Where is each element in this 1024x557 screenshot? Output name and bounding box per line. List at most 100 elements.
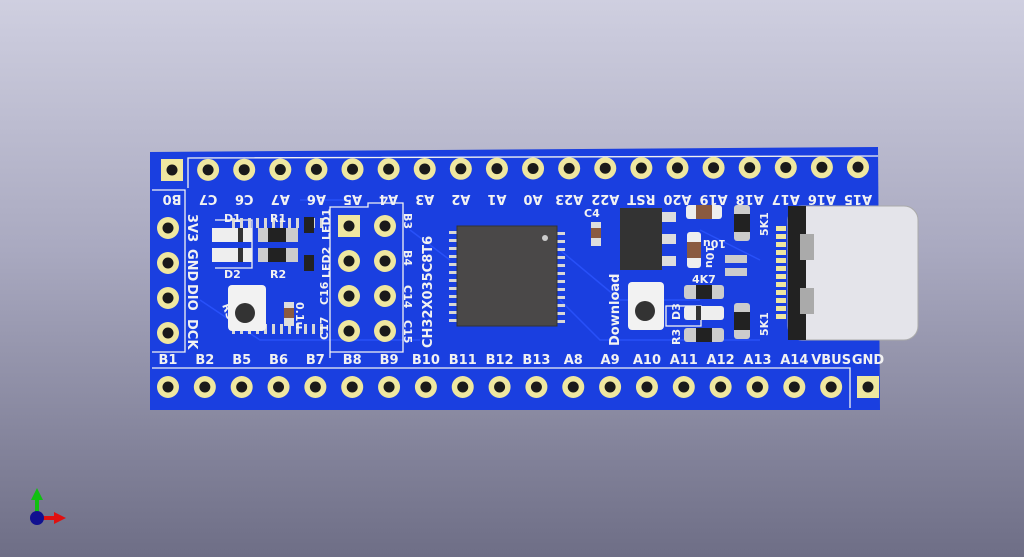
pin-label-top: B0 [163,191,182,206]
pin-label-left: DIO [184,284,199,311]
pin-label-bottom: GND [852,353,885,368]
pin-pad-bottom-hole [751,381,763,393]
pin-label-left: GND [184,249,199,282]
smd-components [212,205,750,342]
header-pad-hole [343,255,355,267]
pin-label-top: A19 [700,191,728,206]
pin-pad-top-hole [599,162,611,174]
label-d1: D1 [224,212,241,225]
pin-pad-top-hole [455,163,467,175]
label-c14: C14 [401,285,414,309]
header-pad-hole [379,290,391,302]
pin-pad-top-hole [347,163,359,175]
label-4k7: 4K7 [692,273,716,286]
pin-label-bottom: B9 [380,353,399,368]
pin-pad-top-hole [202,164,214,176]
pin-label-bottom: B13 [522,353,550,368]
rst-button[interactable] [228,285,266,331]
pin-pad-bottom-hole [530,381,542,393]
pin-pad-bottom-hole [236,381,248,393]
label-r2: R2 [270,268,286,281]
pin-label-top: A17 [772,191,800,206]
pin-pad-bottom-hole [715,381,727,393]
pin-label-top: A22 [591,191,619,206]
z-axis-dot [30,511,44,525]
pin-label-bottom: A11 [670,353,698,368]
label-b4: B4 [401,250,414,266]
pin-label-top: A5 [343,191,362,206]
header-pad-hole [343,290,355,302]
header-pad-hole [343,325,355,337]
pin-pad-left-hole [162,292,174,304]
pin-pad-top-hole [563,162,575,174]
pin-label-top: A3 [415,191,434,206]
pin-pad-top-hole [744,162,756,174]
pin-pad-top-hole [635,162,647,174]
pin-pad-bottom-hole [604,381,616,393]
pin-label-bottom: A13 [743,353,771,368]
pin-label-top: RST [627,191,655,206]
label-10u-b: 10u [703,245,716,268]
pin-label-bottom: B1 [159,353,178,368]
label-d3: D3 [670,303,683,320]
pin-label-top: A6 [307,191,326,206]
usb-c-connector [776,205,919,341]
pin-label-bottom: B8 [343,353,362,368]
pin-pad-bottom-hole [641,381,653,393]
pin-label-top: A2 [451,191,470,206]
pin-label-top: A20 [663,191,691,206]
header-pad-hole [343,220,355,232]
download-button[interactable] [628,282,664,330]
pin-label-bottom: B12 [486,353,514,368]
pin-label-top: A23 [555,191,583,206]
pin-label-bottom: B7 [306,353,325,368]
pin-pad-top-hole [780,161,792,173]
label-led2: LED2 [320,247,333,278]
pin-label-left: 3V3 [184,214,199,242]
pin-label-bottom: A14 [780,353,808,368]
pin-pad-top-hole [671,162,683,174]
pin-label-bottom: A9 [601,353,620,368]
pin-pad-top-hole [816,161,828,173]
pin-pad-bottom-hole [567,381,579,393]
label-10u-a: 10u [703,237,726,250]
pin-label-top: A18 [736,191,764,206]
label-c16: C16 [318,281,331,305]
header-pad-hole [379,220,391,232]
pin-pad-bottom-hole [273,381,285,393]
label-b3: B3 [401,213,414,229]
pin-pad-bottom-hole [457,381,469,393]
label-d2: D2 [224,268,241,281]
pin-pad-top-hole [274,164,286,176]
pin-pad-top-hole [166,164,178,176]
label-cap-0-1u: 0.1u [293,302,306,329]
pin-label-bottom: B6 [269,353,288,368]
pin-pad-left-hole [162,327,174,339]
label-c4: C4 [584,207,600,220]
pin-label-top: A7 [271,191,290,206]
pin-pad-top-hole [238,164,250,176]
pin-pad-bottom-hole [494,381,506,393]
label-led1: LED1 [320,209,333,240]
pin-pad-bottom-hole [420,381,432,393]
pin-pad-left-hole [162,257,174,269]
label-5k1-a: 5K1 [758,212,771,236]
pin-label-top: A4 [379,191,398,206]
pin-label-bottom: B11 [449,353,477,368]
pin-label-top: C7 [199,191,218,206]
pin-pad-top-hole [419,163,431,175]
pin-label-top: A0 [523,191,542,206]
pin-label-top: A1 [487,191,506,206]
pin-pad-bottom-hole [825,381,837,393]
pin-pad-top-hole [708,162,720,174]
pin-label-bottom: B5 [232,353,251,368]
silkscreen-outlines [152,155,879,408]
pin-label-bottom: B10 [412,353,440,368]
header-pad-hole [379,325,391,337]
axes-gizmo [30,488,66,525]
label-chip: CH32X035C8T6 [421,236,436,348]
pin-label-left: DCK [184,319,199,350]
pin-label-top: C6 [235,191,254,206]
pin-pad-bottom-hole [788,381,800,393]
